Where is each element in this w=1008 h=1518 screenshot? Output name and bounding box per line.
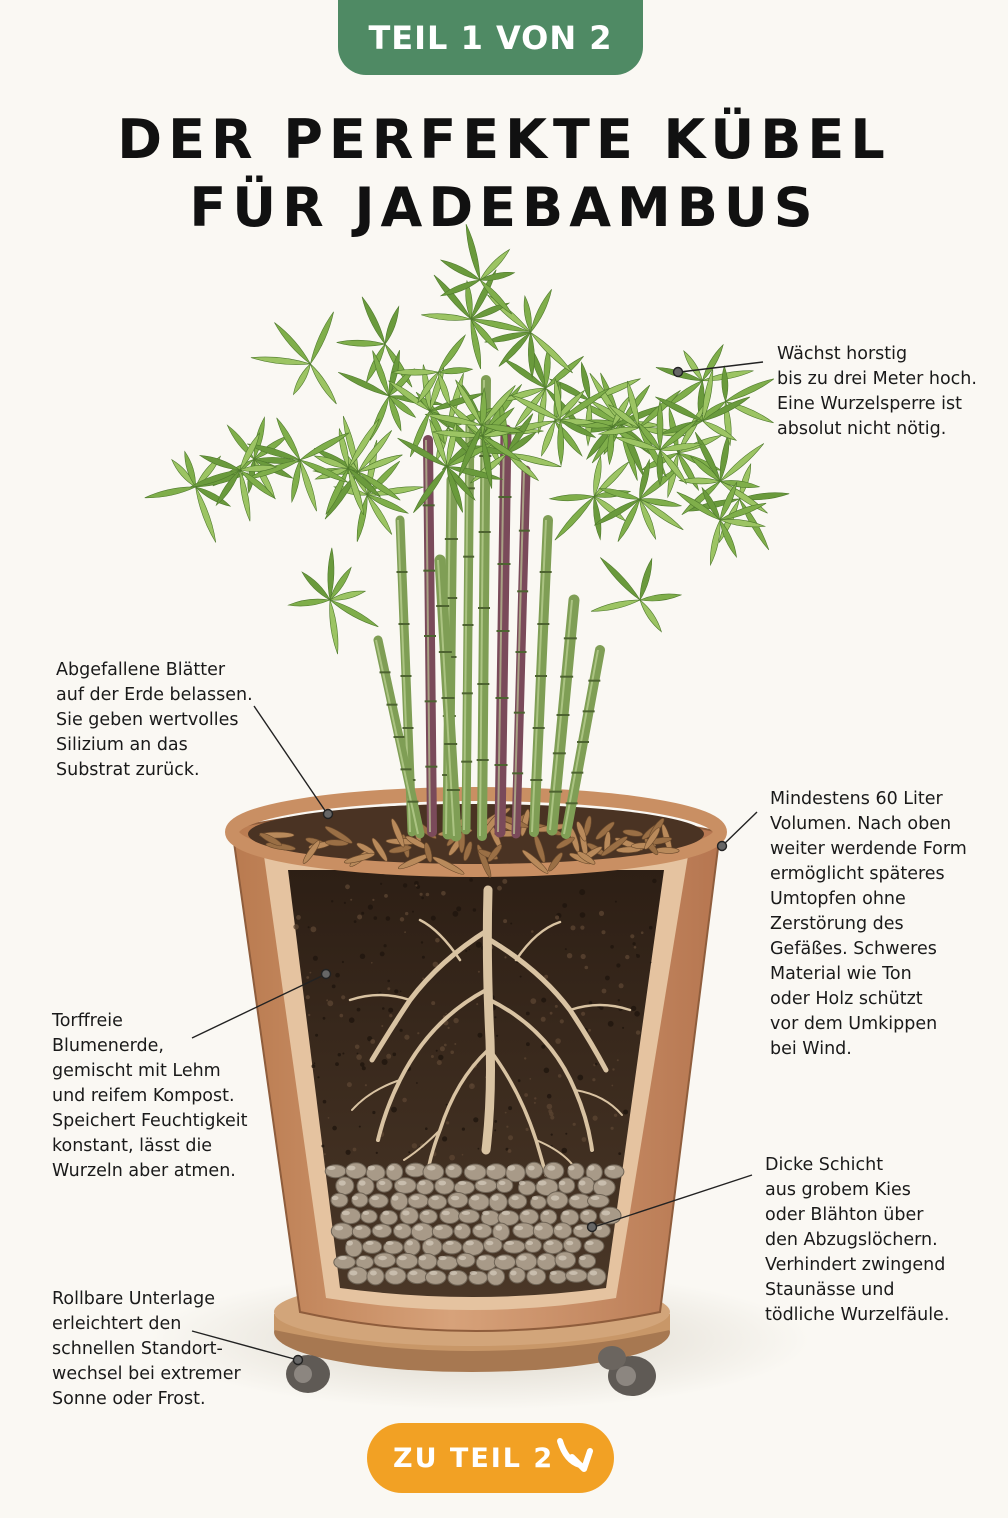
page-title-line-1: DER PERFEKTE KÜBEL — [117, 108, 891, 171]
next-part-label: ZU TEIL 2 — [393, 1442, 555, 1474]
bamboo-foliage — [144, 223, 790, 655]
next-part-button[interactable]: ZU TEIL 2 — [367, 1423, 614, 1493]
pot-rim — [225, 787, 727, 877]
leader-lines — [191, 361, 764, 1366]
leader-base — [191, 1330, 299, 1361]
arrow-down-right-icon — [557, 1438, 593, 1472]
leader-dot-soil — [320, 968, 332, 980]
annotation-soil: Torffreie Blumenerde, gemischt mit Lehm … — [52, 1011, 248, 1181]
drainage-pebbles — [324, 1161, 625, 1286]
bamboo-stems — [373, 375, 605, 842]
leader-dot-volume — [716, 840, 728, 852]
leader-leaves — [253, 705, 327, 813]
leader-drainage — [593, 1174, 753, 1228]
leader-dot-growth — [672, 366, 684, 378]
leader-volume — [721, 811, 758, 847]
annotation-base: Rollbare Unterlage erleichtert den schne… — [52, 1289, 241, 1409]
annotation-drainage: Dicke Schicht aus grobem Kies oder Bläht… — [765, 1155, 950, 1325]
leader-dot-leaves — [322, 808, 334, 820]
annotation-volume: Mindestens 60 Liter Volumen. Nach oben w… — [770, 789, 967, 1059]
annotation-growth: Wächst horstig bis zu drei Meter hoch. E… — [777, 344, 977, 439]
leader-dot-base — [292, 1354, 304, 1366]
page-title-line-2: FÜR JADEBAMBUS — [189, 176, 819, 239]
leader-soil — [191, 973, 327, 1039]
annotation-leaves: Abgefallene Blätter auf der Erde belasse… — [56, 660, 253, 780]
roots — [348, 885, 632, 1177]
caster-wheel-back — [598, 1346, 626, 1370]
part-badge: TEIL 1 VON 2 — [338, 0, 643, 75]
caster-wheel-left — [286, 1355, 330, 1393]
leader-growth — [679, 361, 764, 373]
leader-dot-drainage — [586, 1221, 598, 1233]
